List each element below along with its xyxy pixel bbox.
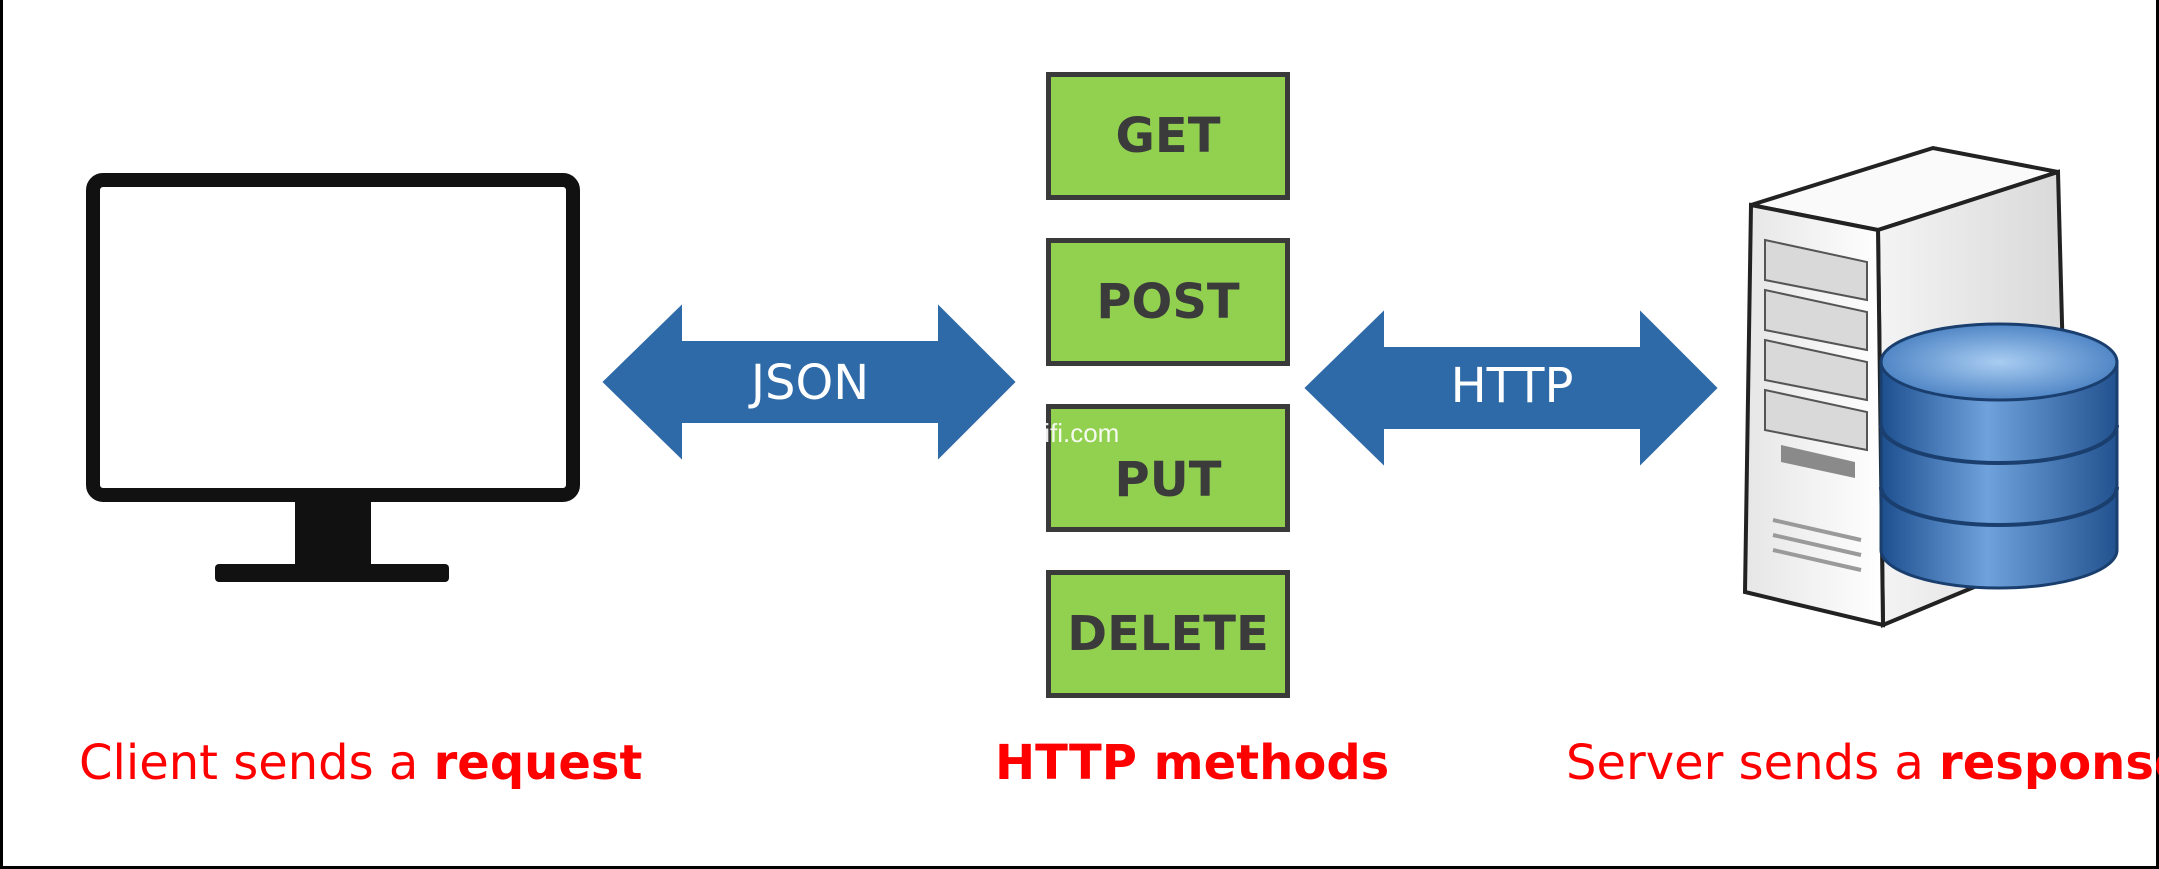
http-arrow-label: HTTP bbox=[1450, 358, 1574, 414]
methods-caption-text: HTTP methods bbox=[995, 735, 1390, 791]
json-arrow-label: JSON bbox=[750, 355, 870, 411]
method-delete-box: DELETE bbox=[1046, 570, 1290, 698]
methods-caption: HTTP methods bbox=[995, 735, 1389, 795]
method-post-box: POST bbox=[1046, 238, 1290, 366]
http-double-arrow bbox=[1301, 305, 1721, 471]
server-caption: Server sends a response bbox=[1566, 735, 2159, 795]
server-caption-prefix: Server sends a bbox=[1566, 735, 1940, 791]
diagram-art bbox=[86, 145, 2119, 628]
method-put-box: PUT bbox=[1046, 404, 1290, 532]
watermark-text: tifi.com bbox=[1037, 418, 1120, 448]
method-get-box: GET bbox=[1046, 72, 1290, 200]
client-caption-bold: request bbox=[433, 735, 643, 791]
client-caption-prefix: Client sends a bbox=[79, 735, 434, 791]
json-double-arrow bbox=[599, 299, 1019, 465]
server-caption-bold: response bbox=[1939, 735, 2159, 791]
client-caption: Client sends a request bbox=[79, 735, 642, 795]
monitor-icon bbox=[86, 173, 580, 582]
database-cylinder-icon bbox=[1879, 322, 2119, 590]
